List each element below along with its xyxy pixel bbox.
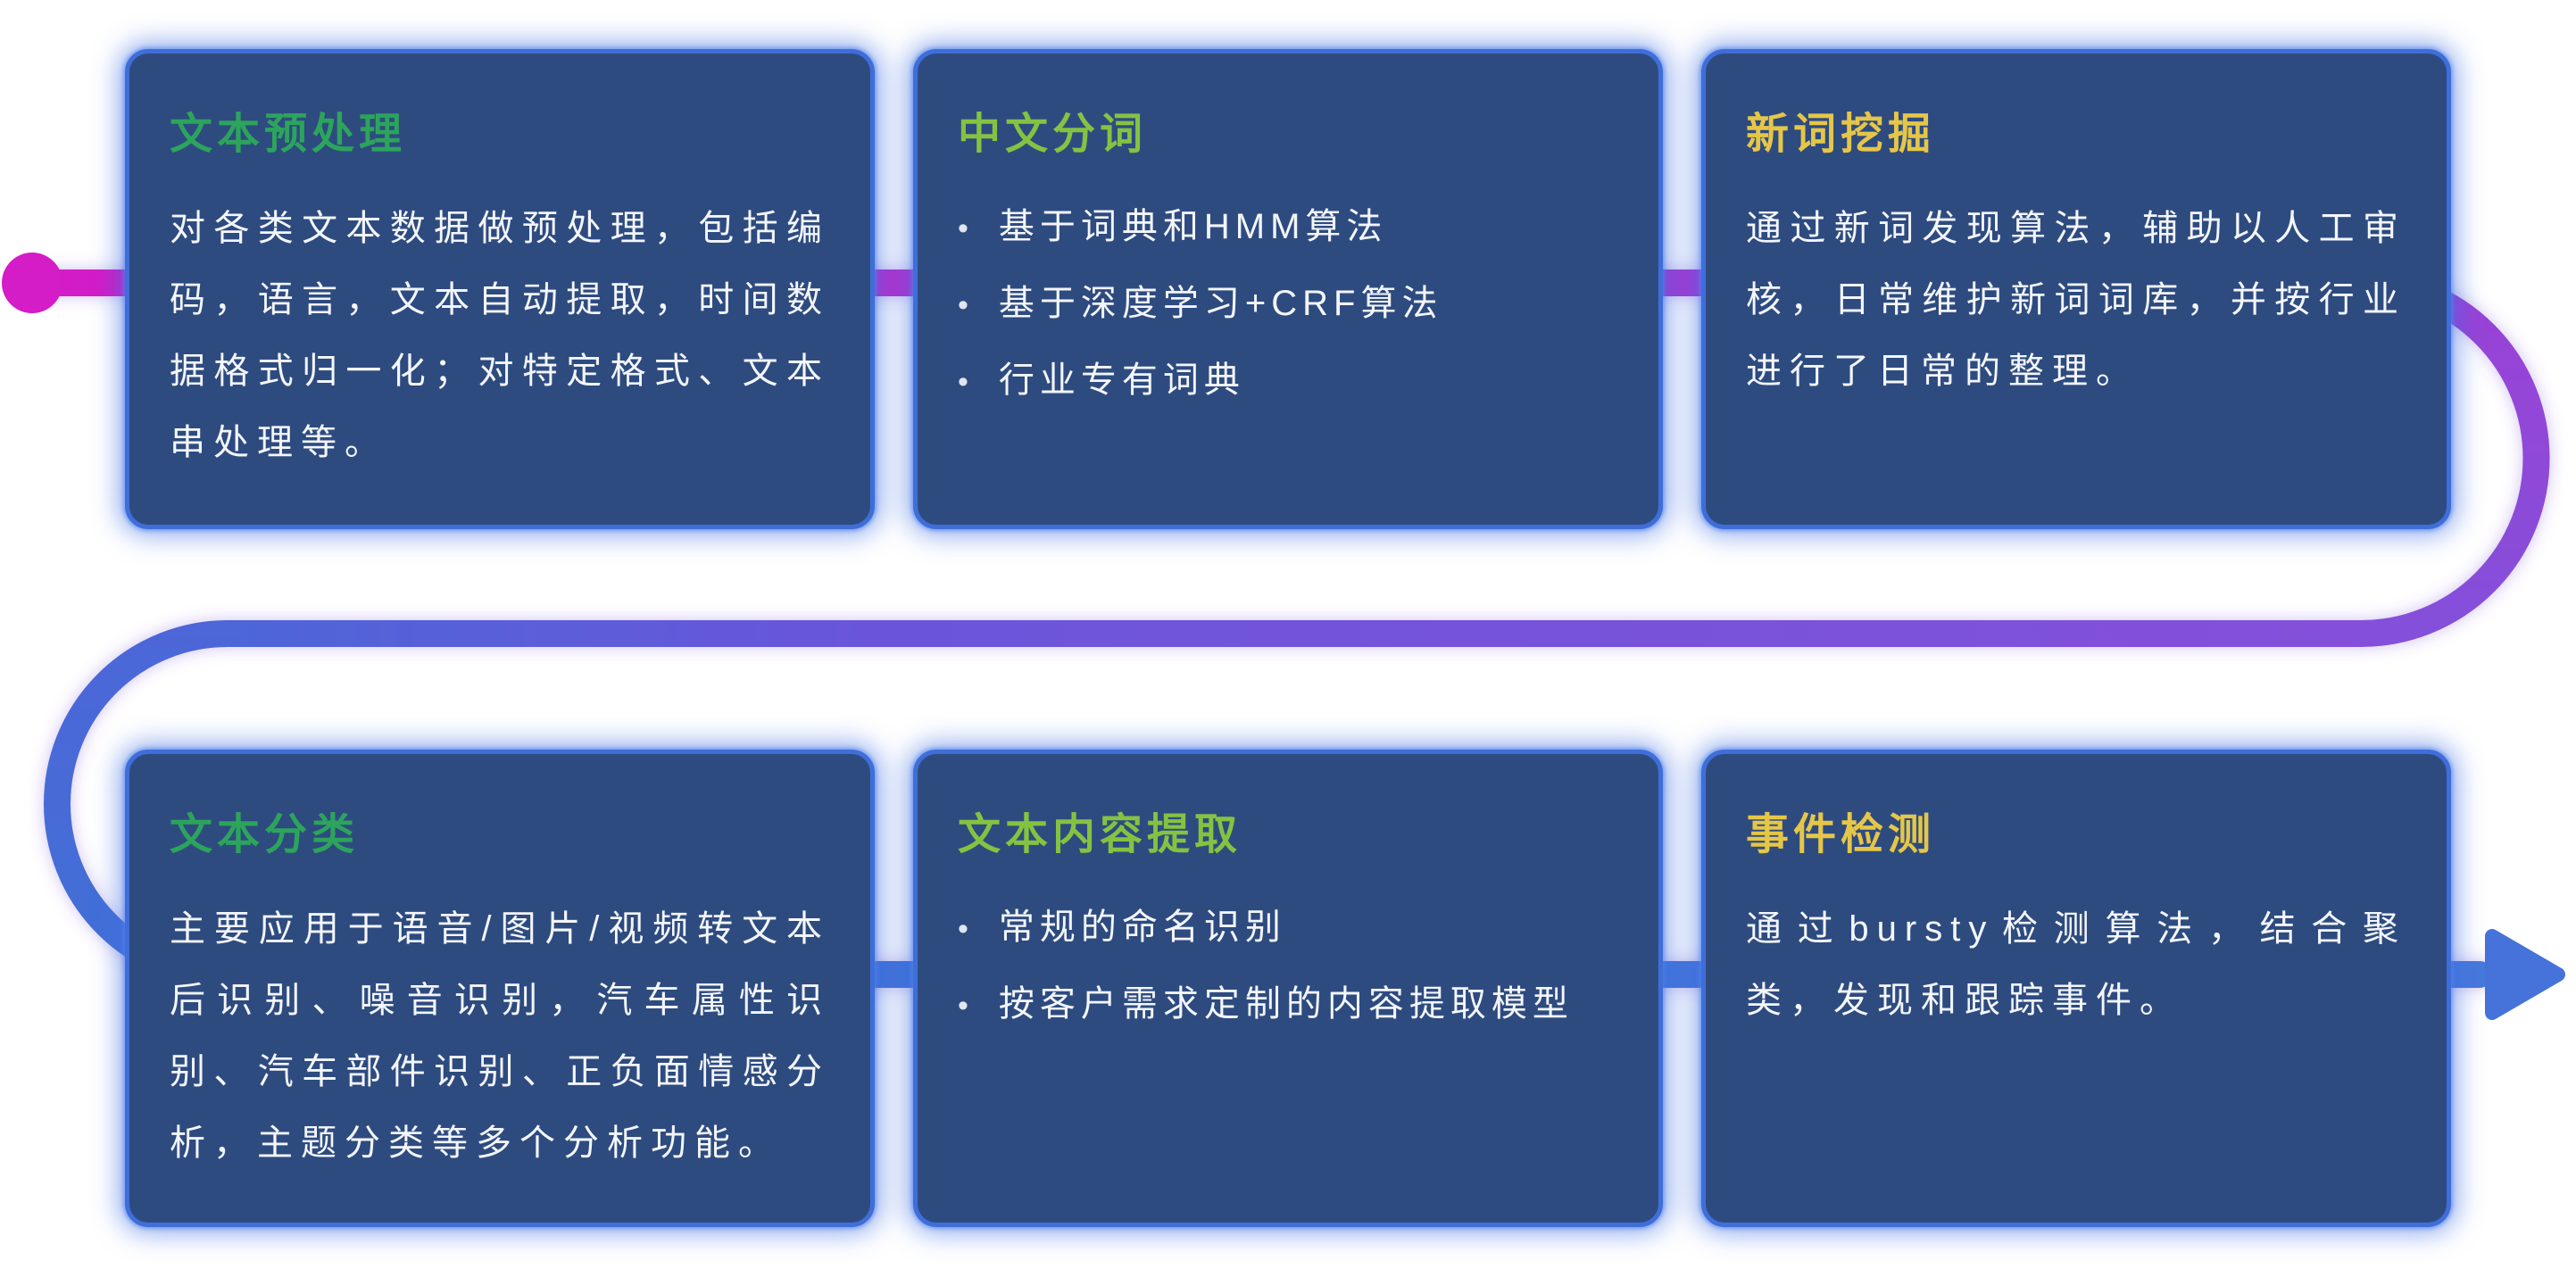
card-text-classification: 文本分类 主要应用于语音/图片/视频转文本后识别、噪音识别，汽车属性识别、汽车部… [125,750,875,1227]
card-chinese-word-segmentation: 中文分词 • 基于词典和HMM算法 • 基于深度学习+CRF算法 • 行业专有词… [913,49,1663,529]
bullet-item: • 基于词典和HMM算法 [958,193,1618,262]
bullet-item: • 常规的命名识别 [958,893,1618,963]
card-text-content-extraction: 文本内容提取 • 常规的命名识别 • 按客户需求定制的内容提取模型 [913,750,1663,1227]
flow-start-dot [2,253,62,313]
card-body-text: 对各类文本数据做预处理，包括编码，语言，文本自动提取，时间数据格式归一化；对特定… [170,209,830,462]
bullet-dot-icon: • [958,211,974,245]
bullet-text: 基于深度学习+CRF算法 [998,284,1443,323]
bullet-list: • 常规的命名识别 • 按客户需求定制的内容提取模型 [958,893,1618,1040]
bullet-text: 行业专有词典 [998,361,1245,400]
card-title: 新词挖掘 [1746,111,1936,158]
bullet-dot-icon: • [958,365,974,399]
bullet-dot-icon: • [958,288,974,322]
card-title: 事件检测 [1746,811,1936,858]
card-body-text: 主要应用于语音/图片/视频转文本后识别、噪音识别，汽车属性识别、汽车部件识别、正… [170,909,830,1163]
bullet-dot-icon: • [958,912,974,946]
bullet-item: • 基于深度学习+CRF算法 [958,269,1618,339]
bullet-text: 按客户需求定制的内容提取模型 [998,984,1574,1024]
card-body-text: 通过bursty检测算法，结合聚类，发现和跟踪事件。 [1746,909,2406,1020]
card-title: 文本分类 [170,811,360,858]
card-new-word-mining: 新词挖掘 通过新词发现算法，辅助以人工审核，日常维护新词词库，并按行业进行了日常… [1701,49,2451,529]
card-title: 中文分词 [958,111,1148,158]
bullet-item: • 按客户需求定制的内容提取模型 [958,970,1618,1040]
bullet-text: 常规的命名识别 [998,908,1286,947]
card-title: 文本预处理 [170,111,407,158]
card-body-text: 通过新词发现算法，辅助以人工审核，日常维护新词词库，并按行业进行了日常的整理。 [1746,209,2406,391]
bullet-dot-icon: • [958,989,974,1023]
bullet-item: • 行业专有词典 [958,346,1618,416]
bullet-text: 基于词典和HMM算法 [998,207,1388,246]
bullet-list: • 基于词典和HMM算法 • 基于深度学习+CRF算法 • 行业专有词典 [958,193,1618,416]
card-title: 文本内容提取 [958,811,1242,858]
flow-arrowhead-icon [2485,929,2565,1020]
card-event-detection: 事件检测 通过bursty检测算法，结合聚类，发现和跟踪事件。 [1701,750,2451,1227]
card-text-preprocessing: 文本预处理 对各类文本数据做预处理，包括编码，语言，文本自动提取，时间数据格式归… [125,49,875,529]
